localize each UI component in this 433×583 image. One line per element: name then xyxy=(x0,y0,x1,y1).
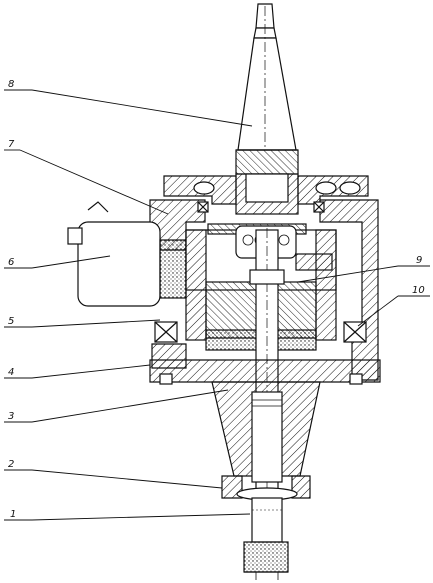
leader-lines xyxy=(4,89,430,521)
lower-cone xyxy=(211,381,321,483)
label-3: 3 xyxy=(8,411,14,422)
label-10: 10 xyxy=(412,285,425,296)
bearings xyxy=(154,321,367,343)
label-9: 9 xyxy=(416,255,422,266)
label-8: 8 xyxy=(8,79,14,90)
label-6: 6 xyxy=(8,257,14,268)
label-7: 7 xyxy=(8,139,15,150)
label-4: 4 xyxy=(8,367,14,378)
collar xyxy=(221,475,311,501)
tool-shank xyxy=(243,497,289,580)
side-unit xyxy=(67,201,187,307)
upper-flange xyxy=(163,173,369,215)
base-plate xyxy=(149,343,381,385)
part-labels: 8 7 6 5 4 3 2 1 9 10 xyxy=(8,79,425,520)
label-2: 2 xyxy=(8,459,14,470)
label-5: 5 xyxy=(8,316,14,327)
label-1: 1 xyxy=(10,509,16,520)
taper-shank xyxy=(235,3,299,175)
